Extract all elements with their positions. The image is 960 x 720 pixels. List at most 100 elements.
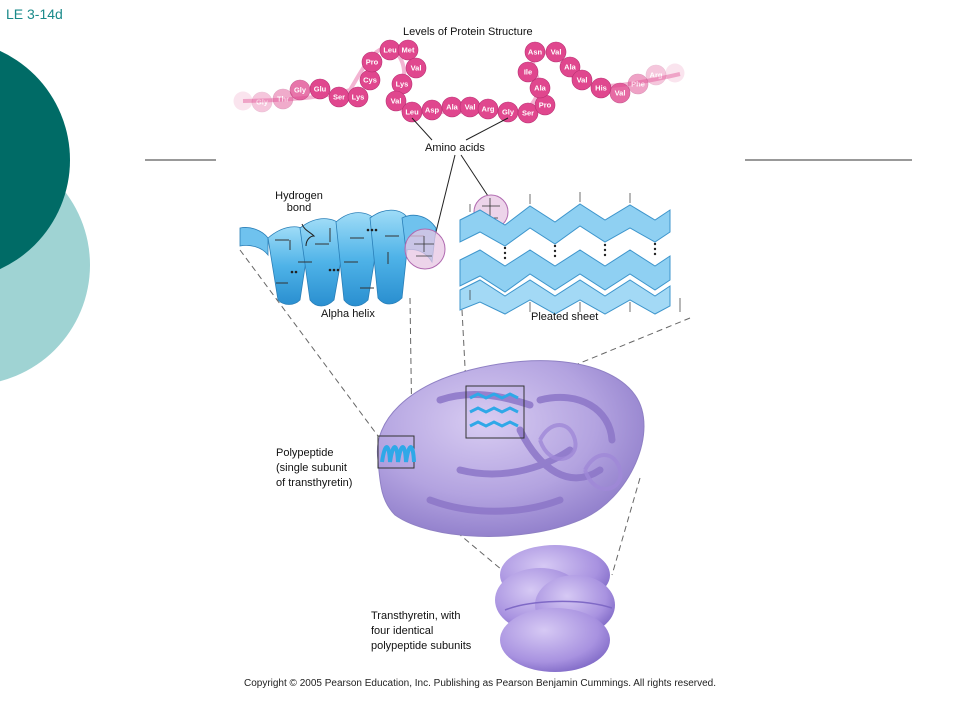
alpha-helix-ribbon [239, 209, 437, 307]
amino-acid-bead-faded [665, 63, 685, 83]
amino-acid-label: Arg [482, 105, 495, 114]
teal-dark-circle [0, 50, 70, 270]
label-alpha-helix: Alpha helix [321, 308, 375, 320]
amino-acid-leu: Leu [379, 39, 401, 61]
amino-acid-ala: Ala [529, 77, 551, 99]
helix-magnifier [404, 228, 446, 270]
amino-acid-ala: Ala [559, 56, 581, 78]
amino-acid-pro: Pro [534, 94, 556, 116]
amino-acid-label: Gly [502, 108, 515, 117]
amino-acid-label: Lys [396, 80, 409, 89]
amino-acid-glu: Glu [309, 78, 331, 100]
pleated-sheet [459, 192, 681, 315]
amino-acid-bead [361, 51, 383, 73]
label-amino-acids: Amino acids [425, 142, 485, 154]
slide-id: LE 3-14d [6, 6, 63, 22]
amino-acid-ile: Ile [517, 61, 539, 83]
amino-acid-bead [309, 78, 331, 100]
amino-acid-label: Val [615, 89, 626, 98]
amino-acid-label: Met [402, 46, 415, 55]
amino-acid-ser: Ser [328, 86, 350, 108]
amino-acid-label: Val [411, 64, 422, 73]
amino-acid-bead [405, 57, 427, 79]
label-transthyretin-line1: Transthyretin, with [371, 610, 461, 622]
amino-acid-label: His [595, 84, 607, 93]
amino-acid-bead [627, 73, 649, 95]
pointer-line [411, 117, 433, 141]
amino-acid-bead [645, 64, 667, 86]
helix-magnifier-atoms [414, 236, 434, 257]
polypeptide-tertiary [376, 360, 645, 537]
amino-acid-label: Asn [528, 48, 543, 57]
label-hydrogen-bond-line1: Hydrogen [275, 190, 323, 202]
amino-acid-bead [421, 99, 443, 121]
amino-acid-lys: Lys [391, 73, 413, 95]
amino-acid-gly: Gly [251, 91, 273, 113]
amino-acid-bead [529, 77, 551, 99]
amino-acid-lys: Lys [347, 86, 369, 108]
amino-acid-label: Gly [294, 86, 307, 95]
diagram-title: Levels of Protein Structure [403, 26, 533, 38]
amino-acid-bead [347, 86, 369, 108]
amino-acid-label: Val [465, 103, 476, 112]
amino-acid-leu: Leu [401, 101, 423, 123]
amino-acid-bead [397, 39, 419, 61]
amino-acid-thr: Thr [272, 88, 294, 110]
amino-acid-cys: Cys [359, 69, 381, 91]
amino-acid-pro: Pro [361, 51, 383, 73]
amino-acid-bead [609, 82, 631, 104]
label-polypeptide-line2: (single subunit [276, 462, 347, 474]
amino-acid-label: Phe [631, 80, 645, 89]
label-polypeptide-line1: Polypeptide [276, 447, 334, 459]
label-transthyretin-line2: four identical [371, 625, 434, 637]
amino-acid-asn: Asn [524, 41, 546, 63]
amino-acid-asp: Asp [421, 99, 443, 121]
amino-acid-label: Asp [425, 106, 440, 115]
amino-acid-label: Leu [405, 108, 419, 117]
label-pleated-sheet: Pleated sheet [531, 311, 599, 323]
transthyretin-tetramer [495, 545, 615, 672]
amino-acid-bead-faded [233, 91, 253, 111]
amino-acid-label: Ala [564, 63, 577, 72]
amino-acid-label: Val [551, 48, 562, 57]
amino-acid-phe: Phe [627, 73, 649, 95]
amino-acid-gly: Gly [497, 101, 519, 123]
amino-acid-label: Arg [650, 71, 663, 80]
amino-acid-label: Lys [352, 93, 365, 102]
amino-acid-val: Val [459, 96, 481, 118]
amino-acid-label: Pro [366, 58, 379, 67]
amino-acid-val: Val [609, 82, 631, 104]
decorative-circles [0, 50, 90, 382]
label-transthyretin-line3: polypeptide subunits [371, 640, 472, 652]
label-hydrogen-bond-line2: bond [286, 202, 312, 214]
label-polypeptide: Polypeptide (single subunit of transthyr… [276, 446, 352, 491]
amino-acid-label: Val [391, 97, 402, 106]
amino-acid-val: Val [545, 41, 567, 63]
pointer-line [460, 154, 489, 197]
amino-acid-met: Met [397, 39, 419, 61]
amino-acid-label: Val [577, 76, 588, 85]
amino-acid-bead [385, 90, 407, 112]
label-transthyretin: Transthyretin, with four identical polyp… [371, 609, 471, 654]
amino-acid-val: Val [405, 57, 427, 79]
amino-acid-bead [571, 69, 593, 91]
amino-acid-label: Leu [383, 46, 397, 55]
amino-acid-val: Val [571, 69, 593, 91]
label-hydrogen-bond: Hydrogen bond [266, 190, 332, 214]
amino-acid-bead [559, 56, 581, 78]
amino-acid-label: Ile [524, 68, 532, 77]
amino-acid-bead [477, 98, 499, 120]
amino-acid-label: Ala [534, 84, 547, 93]
amino-acid-ala: Ala [441, 96, 463, 118]
amino-acid-label: Thr [277, 95, 289, 104]
amino-acid-label: Ser [522, 109, 534, 118]
copyright-notice: Copyright © 2005 Pearson Education, Inc.… [243, 678, 717, 689]
amino-acid-ser: Ser [517, 102, 539, 124]
label-polypeptide-line3: of transthyretin) [276, 477, 353, 489]
amino-acid-label: Ala [446, 103, 459, 112]
amino-acid-arg: Arg [645, 64, 667, 86]
amino-acid-his: His [590, 77, 612, 99]
amino-acid-label: Cys [363, 76, 377, 85]
